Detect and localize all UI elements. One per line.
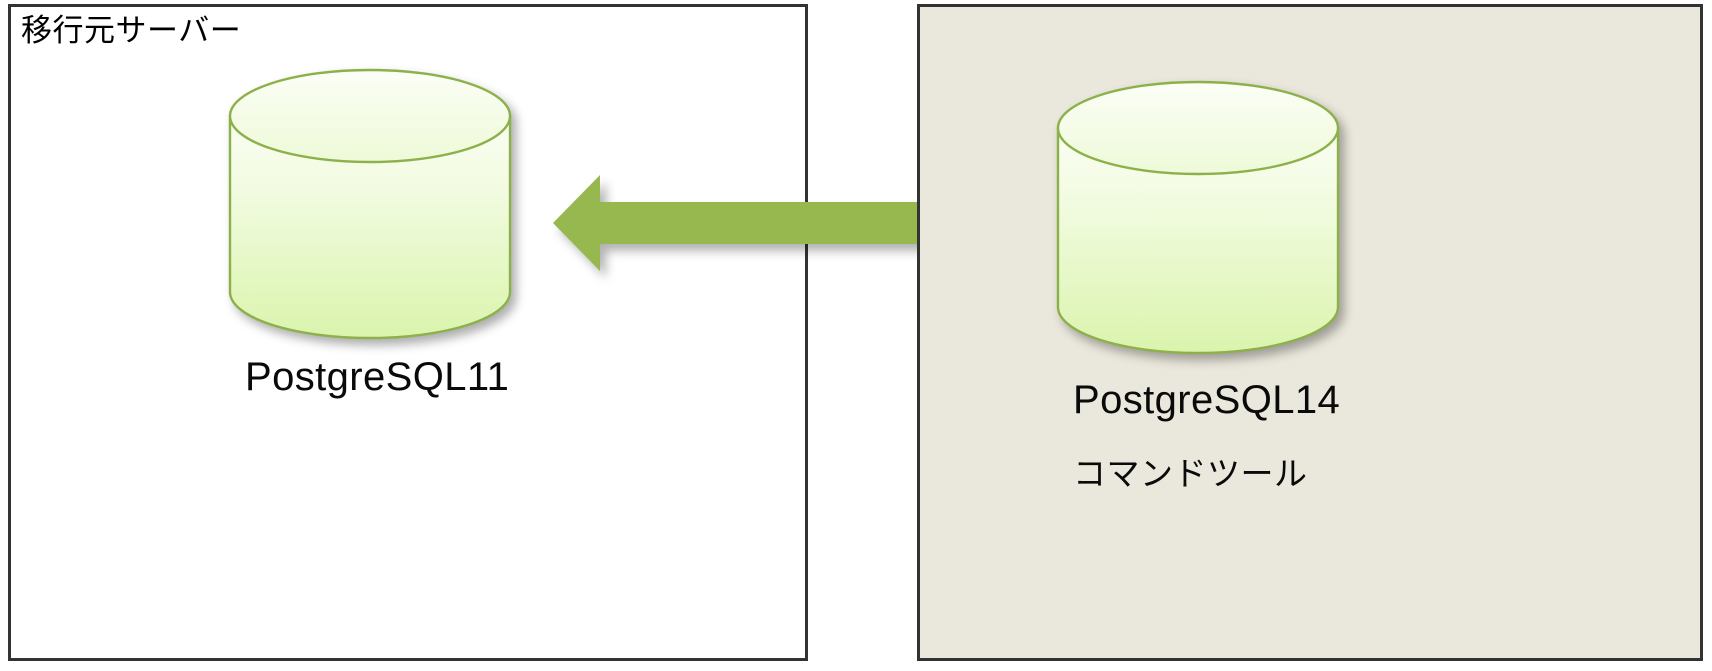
target-tool-label: コマンドツール xyxy=(1073,455,1308,492)
source-server-title: 移行元サーバー xyxy=(21,13,242,48)
database-cylinder-icon-target xyxy=(1056,80,1340,355)
database-cylinder-icon-source xyxy=(228,68,512,340)
target-database-label: PostgreSQL14 xyxy=(1073,378,1341,422)
source-database-label: PostgreSQL11 xyxy=(245,355,510,399)
arrow-left-icon xyxy=(548,168,1160,278)
